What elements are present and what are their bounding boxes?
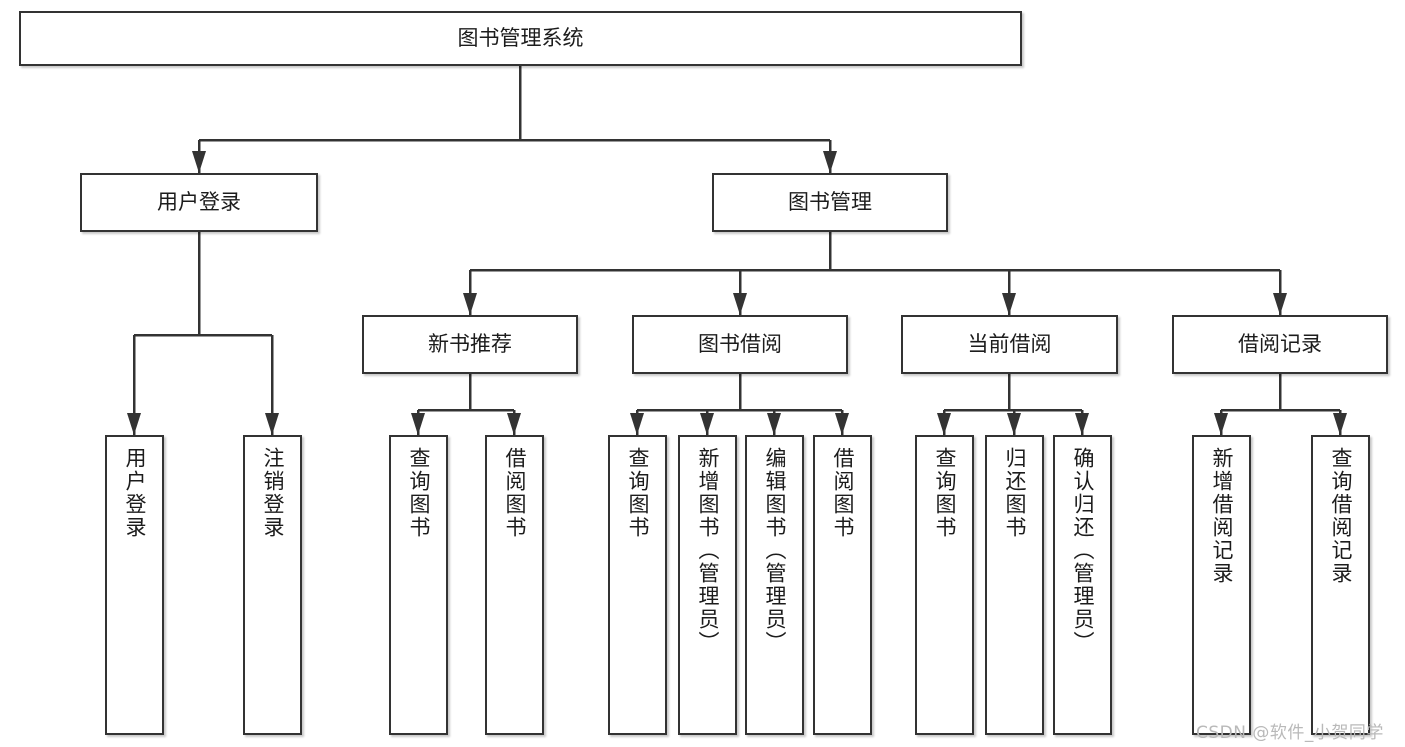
node-leaf-user-login[interactable]: 用户登录 (105, 435, 164, 735)
arrowhead-icon (463, 293, 477, 315)
node-leaf-borrow-book-b[interactable]: 借阅图书 (813, 435, 872, 735)
node-label: 图书管理系统 (457, 26, 584, 51)
node-root[interactable]: 图书管理系统 (19, 11, 1022, 66)
node-label: 用户登录 (157, 190, 241, 215)
arrowhead-icon (265, 413, 279, 435)
arrowhead-icon (1273, 293, 1287, 315)
node-leaf-query-record[interactable]: 查询借阅记录 (1311, 435, 1370, 735)
node-leaf-confirm-return[interactable]: 确认归还（管理员） (1053, 435, 1112, 735)
node-label: 查询图书 (407, 447, 431, 539)
node-leaf-borrow-book-rec[interactable]: 借阅图书 (485, 435, 544, 735)
node-leaf-query-book-rec[interactable]: 查询图书 (389, 435, 448, 735)
node-book-manage[interactable]: 图书管理 (712, 173, 948, 232)
node-label: 查询图书 (933, 447, 957, 539)
node-leaf-query-book-b[interactable]: 查询图书 (608, 435, 667, 735)
node-label: 归还图书 (1003, 447, 1027, 539)
arrowhead-icon (1214, 413, 1228, 435)
arrowhead-icon (127, 413, 141, 435)
arrowhead-icon (937, 413, 951, 435)
node-label: 新增图书（管理员） (696, 447, 720, 654)
node-label: 借阅记录 (1238, 332, 1322, 357)
arrowhead-icon (835, 413, 849, 435)
node-label: 查询借阅记录 (1329, 447, 1353, 585)
node-leaf-add-record[interactable]: 新增借阅记录 (1192, 435, 1251, 735)
node-label: 新增借阅记录 (1210, 447, 1234, 585)
node-label: 新书推荐 (428, 332, 512, 357)
arrowhead-icon (823, 151, 837, 173)
node-label: 借阅图书 (831, 447, 855, 539)
node-leaf-user-logout[interactable]: 注销登录 (243, 435, 302, 735)
node-new-book-rec[interactable]: 新书推荐 (362, 315, 578, 374)
node-leaf-add-book[interactable]: 新增图书（管理员） (678, 435, 737, 735)
node-label: 用户登录 (123, 447, 147, 539)
node-label: 确认归还（管理员） (1071, 447, 1095, 654)
watermark: CSDN @软件_小贺同学 (1196, 723, 1384, 743)
node-current-borrow[interactable]: 当前借阅 (901, 315, 1118, 374)
node-book-borrow[interactable]: 图书借阅 (632, 315, 848, 374)
node-label: 查询图书 (626, 447, 650, 539)
node-leaf-edit-book[interactable]: 编辑图书（管理员） (745, 435, 804, 735)
node-label: 编辑图书（管理员） (763, 447, 787, 654)
arrowhead-icon (192, 151, 206, 173)
arrowhead-icon (733, 293, 747, 315)
node-label: 注销登录 (261, 447, 285, 539)
arrowhead-icon (411, 413, 425, 435)
arrowhead-icon (700, 413, 714, 435)
arrowhead-icon (1333, 413, 1347, 435)
arrowhead-icon (1007, 413, 1021, 435)
node-borrow-record[interactable]: 借阅记录 (1172, 315, 1388, 374)
node-label: 当前借阅 (967, 332, 1052, 357)
node-user-login[interactable]: 用户登录 (80, 173, 318, 232)
node-label: 图书借阅 (698, 332, 782, 357)
node-label: 图书管理 (788, 190, 872, 215)
arrowhead-icon (1002, 293, 1016, 315)
arrowhead-icon (767, 413, 781, 435)
arrowhead-icon (630, 413, 644, 435)
node-label: 借阅图书 (503, 447, 527, 539)
arrowhead-icon (1075, 413, 1089, 435)
arrowhead-icon (507, 413, 521, 435)
node-leaf-query-book-c[interactable]: 查询图书 (915, 435, 974, 735)
node-leaf-return-book[interactable]: 归还图书 (985, 435, 1044, 735)
